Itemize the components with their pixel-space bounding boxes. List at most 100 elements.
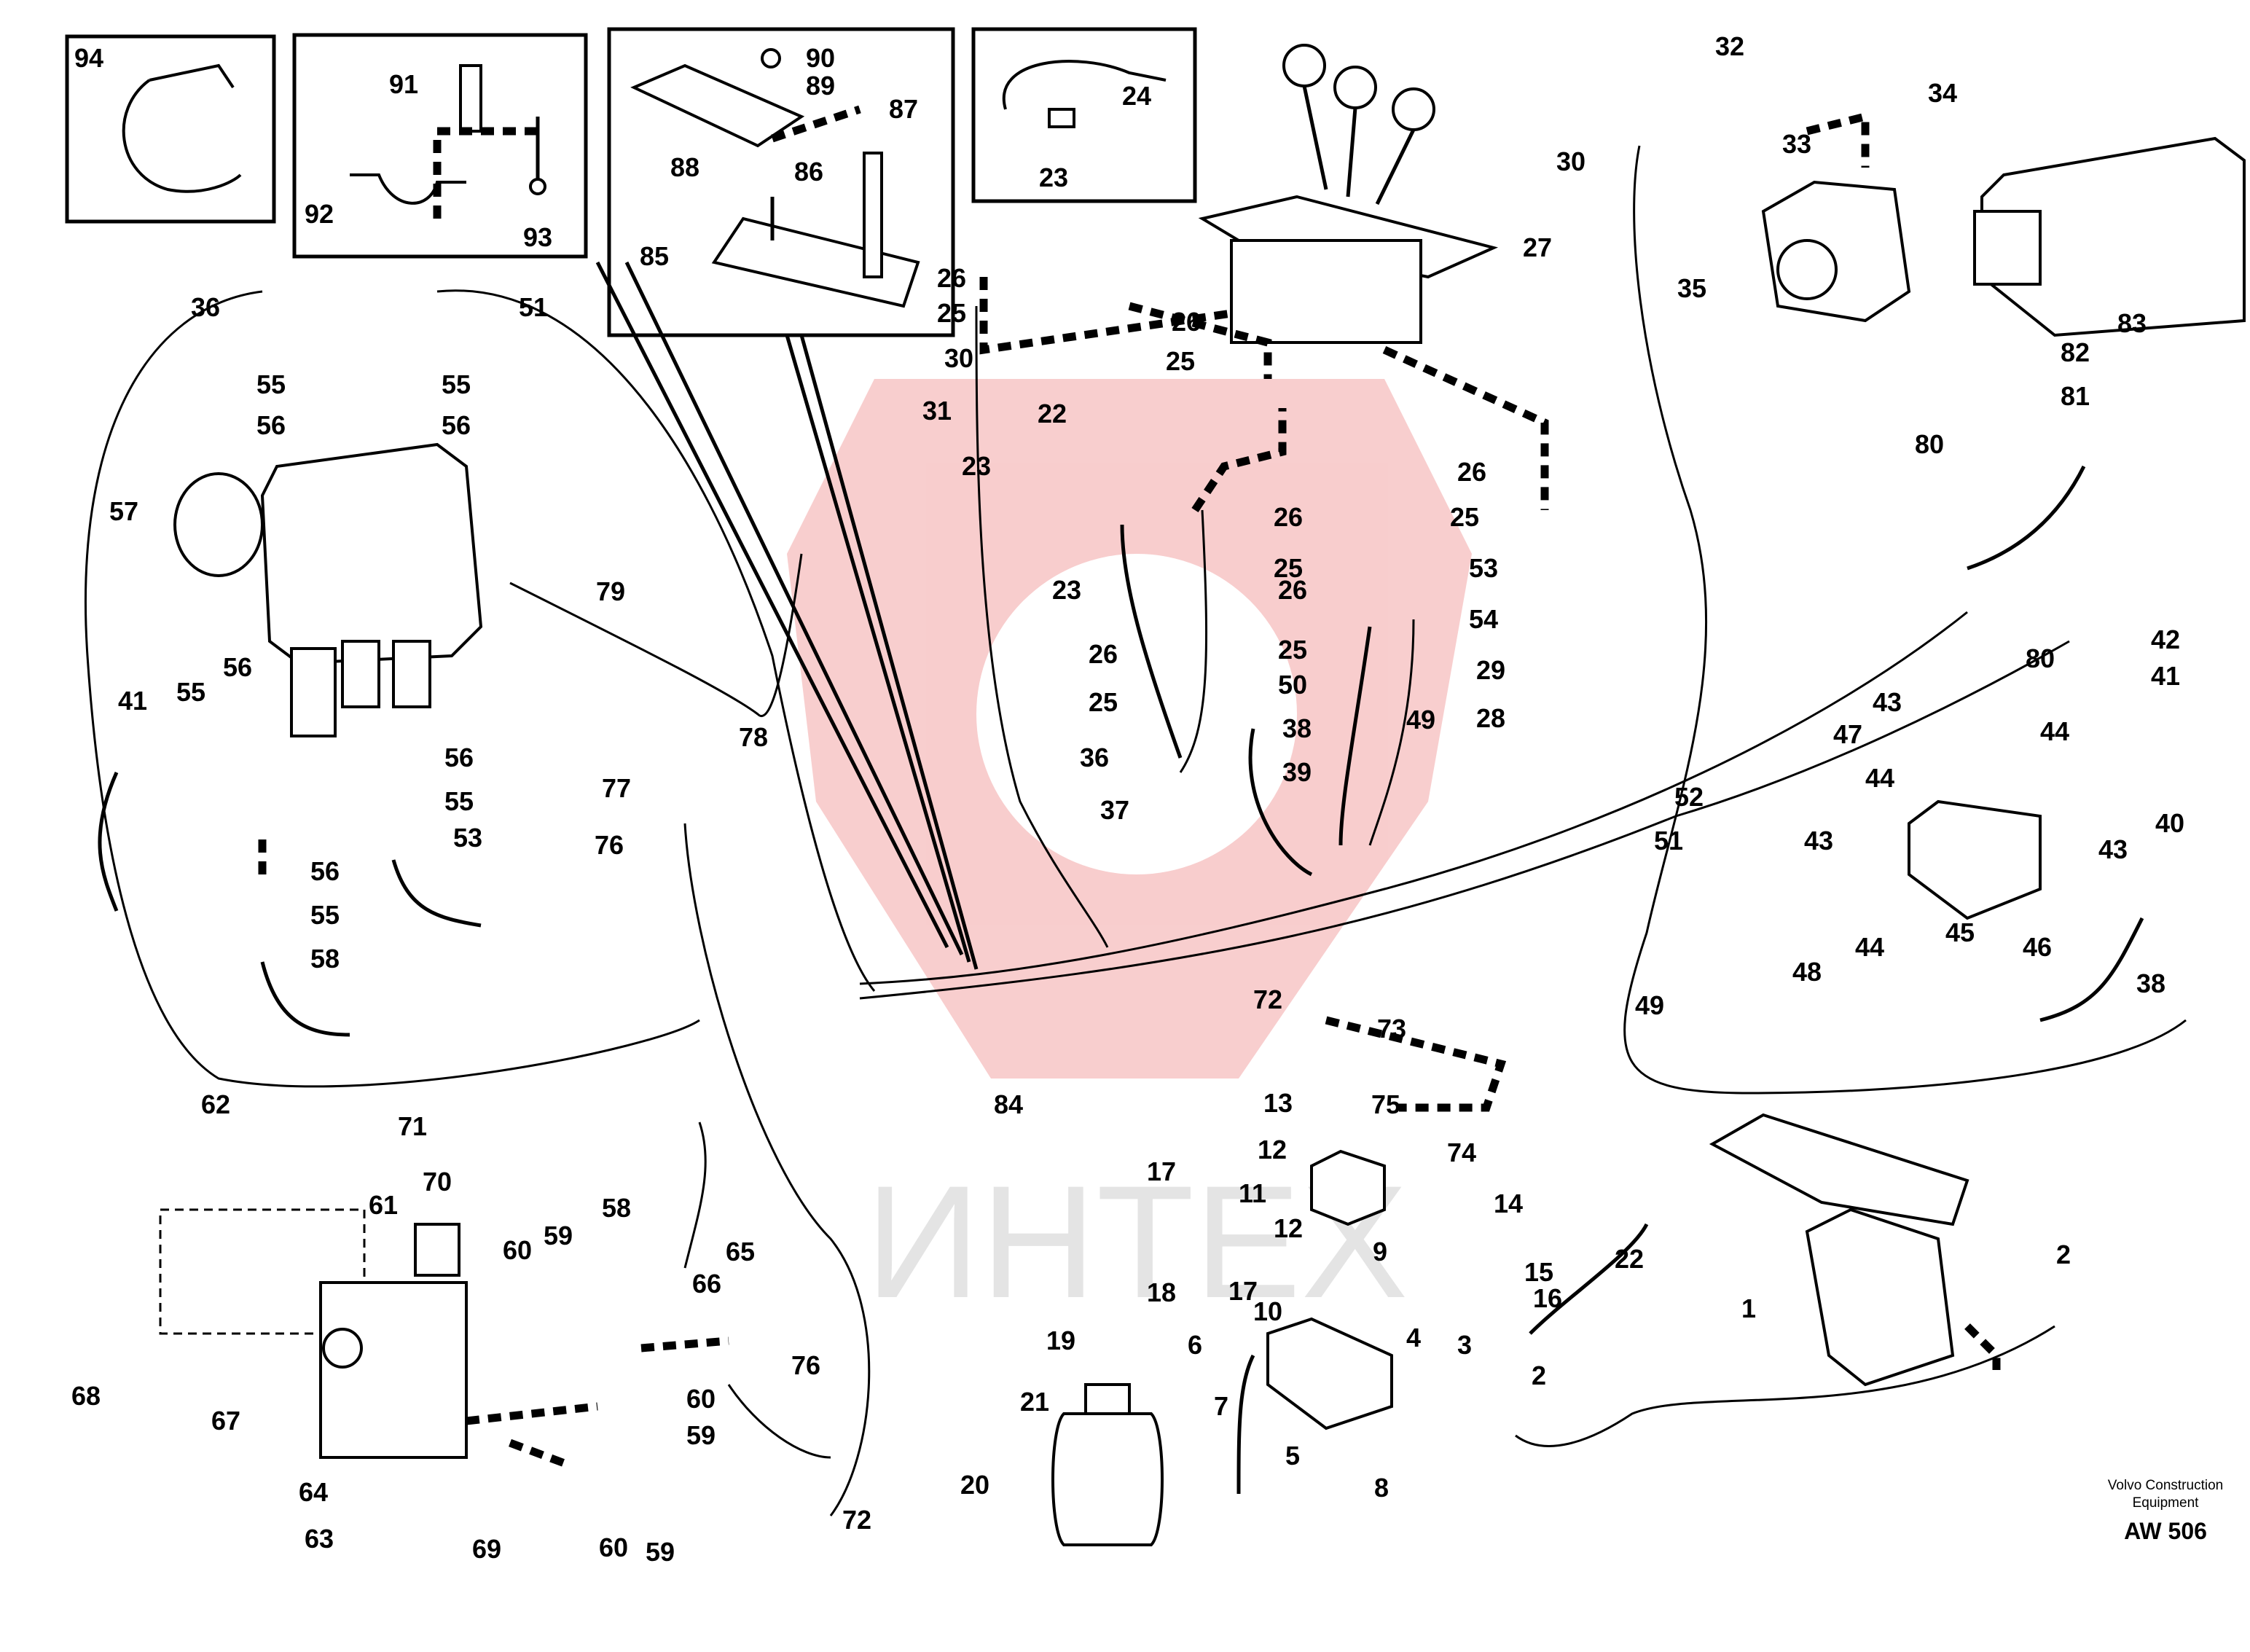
callout-84: 84 xyxy=(994,1089,1023,1119)
callout-88: 88 xyxy=(670,152,699,182)
footer-company: Volvo Construction xyxy=(2108,1478,2223,1493)
callout-36-left: 36 xyxy=(191,292,220,322)
callout-61: 61 xyxy=(369,1190,398,1220)
callout-2-low: 2 xyxy=(1532,1361,1546,1390)
callout-19: 19 xyxy=(1046,1326,1075,1355)
callout-78: 78 xyxy=(739,722,768,752)
callout-51-right: 51 xyxy=(1654,826,1683,856)
callout-21: 21 xyxy=(1020,1387,1049,1417)
callout-5: 5 xyxy=(1285,1441,1300,1471)
callout-24: 24 xyxy=(1122,81,1151,111)
callout-59-low: 59 xyxy=(646,1537,675,1567)
footer: Volvo Construction Equipment AW 506 xyxy=(2108,1478,2223,1544)
callout-68: 68 xyxy=(71,1381,101,1411)
callout-44-right: 44 xyxy=(2040,716,2069,746)
callout-26-a: 26 xyxy=(937,263,966,293)
hoses xyxy=(84,145,2187,1516)
callout-85: 85 xyxy=(640,241,669,271)
callout-77: 77 xyxy=(602,773,631,803)
callout-25-b: 25 xyxy=(1166,346,1195,376)
callout-72-low: 72 xyxy=(842,1505,871,1535)
callout-9: 9 xyxy=(1373,1237,1387,1267)
callout-53-left: 53 xyxy=(453,823,482,853)
callout-67: 67 xyxy=(211,1406,240,1436)
callout-30-left: 30 xyxy=(944,343,973,373)
callout-63: 63 xyxy=(305,1524,334,1554)
callout-69: 69 xyxy=(472,1534,501,1564)
callout-81: 81 xyxy=(2061,381,2090,411)
callout-43-mid: 43 xyxy=(1804,826,1833,856)
callout-44-low: 44 xyxy=(1855,932,1884,962)
callout-3: 3 xyxy=(1457,1330,1472,1360)
pump-35 xyxy=(1761,180,1911,323)
callout-18: 18 xyxy=(1147,1277,1176,1307)
callout-45: 45 xyxy=(1945,917,1975,947)
callout-66: 66 xyxy=(692,1269,721,1299)
callout-26-c: 26 xyxy=(1089,639,1118,669)
tee-block-45 xyxy=(1908,799,2042,920)
callout-50: 50 xyxy=(1278,670,1307,700)
callouts: 94 91 92 93 90 89 87 88 86 85 24 23 27 3… xyxy=(71,31,2184,1567)
callout-56-d: 56 xyxy=(444,743,474,772)
callout-26-d: 26 xyxy=(1278,575,1307,605)
callout-26-b: 26 xyxy=(1172,307,1201,337)
callout-26-f: 26 xyxy=(1457,457,1486,487)
callout-25-e: 25 xyxy=(1274,553,1303,583)
callout-1: 1 xyxy=(1741,1293,1756,1323)
callout-23-mid: 23 xyxy=(1052,575,1081,605)
callout-4: 4 xyxy=(1406,1323,1421,1352)
callout-54: 54 xyxy=(1469,604,1498,634)
callout-41-left: 41 xyxy=(118,686,147,716)
callout-65: 65 xyxy=(726,1237,755,1267)
callout-10: 10 xyxy=(1253,1296,1282,1326)
callout-75: 75 xyxy=(1371,1089,1400,1119)
callout-71: 71 xyxy=(398,1111,427,1141)
inset-box-23-24 xyxy=(971,27,1197,203)
callout-58-low: 58 xyxy=(602,1193,631,1223)
callout-22-left: 22 xyxy=(1038,399,1067,428)
callout-58-top: 58 xyxy=(310,944,340,974)
callout-60-top: 60 xyxy=(503,1235,532,1265)
callout-13: 13 xyxy=(1263,1088,1293,1118)
callout-39: 39 xyxy=(1282,757,1312,787)
callout-36-mid: 36 xyxy=(1080,743,1109,772)
callout-30-right: 30 xyxy=(1556,146,1585,176)
inset-box-94 xyxy=(65,34,276,224)
callout-15: 15 xyxy=(1524,1257,1553,1287)
accumulator-20 xyxy=(1051,1383,1164,1546)
callout-8: 8 xyxy=(1374,1473,1389,1503)
callout-79: 79 xyxy=(596,576,625,606)
callout-16: 16 xyxy=(1533,1283,1562,1313)
callout-22-low: 22 xyxy=(1615,1244,1644,1274)
callout-49-right: 49 xyxy=(1635,990,1664,1020)
callout-6: 6 xyxy=(1188,1330,1202,1360)
callout-74: 74 xyxy=(1447,1138,1476,1167)
callout-48: 48 xyxy=(1792,957,1822,987)
callout-27: 27 xyxy=(1523,232,1552,262)
footer-code: AW 506 xyxy=(2124,1518,2207,1544)
callout-70: 70 xyxy=(423,1167,452,1197)
callout-60-mid: 60 xyxy=(686,1384,716,1414)
callout-57: 57 xyxy=(109,496,138,526)
callout-80-top: 80 xyxy=(1915,429,1944,459)
callout-83: 83 xyxy=(2117,308,2147,338)
callout-49-mid: 49 xyxy=(1406,705,1435,735)
brake-valve-1 xyxy=(1709,1113,1969,1387)
callout-60-low: 60 xyxy=(599,1532,628,1562)
callout-29: 29 xyxy=(1476,655,1505,685)
valve-83 xyxy=(1973,136,2246,337)
callout-33: 33 xyxy=(1782,129,1811,159)
callout-73: 73 xyxy=(1377,1014,1406,1044)
callout-38-right: 38 xyxy=(2136,968,2165,998)
callout-34: 34 xyxy=(1928,78,1957,108)
callout-37: 37 xyxy=(1100,795,1129,825)
callout-43-right: 43 xyxy=(2098,834,2128,864)
block-11 xyxy=(1310,1149,1386,1226)
callout-62: 62 xyxy=(201,1089,230,1119)
callout-56-b: 56 xyxy=(442,410,471,440)
callout-12-top: 12 xyxy=(1258,1135,1287,1164)
callout-12-low: 12 xyxy=(1274,1213,1303,1243)
callout-89: 89 xyxy=(806,71,835,101)
callout-23-left: 23 xyxy=(962,451,991,481)
